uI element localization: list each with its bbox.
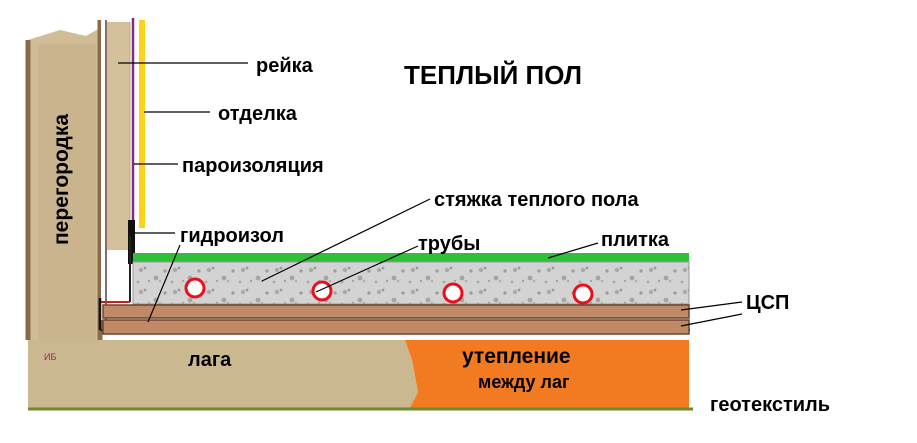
heating-pipe	[311, 280, 333, 302]
leader-lines	[118, 62, 743, 327]
label-pipes: трубы	[418, 233, 480, 255]
label-partition: перегородка	[50, 114, 73, 245]
heating-pipe	[184, 277, 206, 299]
csp-board-bottom	[102, 319, 690, 335]
label-joist: лага	[188, 349, 232, 371]
insulation-block	[405, 340, 689, 408]
label-vapor-barrier: пароизоляция	[182, 155, 324, 177]
label-tile: плитка	[601, 229, 670, 251]
partition-wall	[25, 20, 107, 340]
heating-pipe	[572, 283, 594, 305]
label-finish: отделка	[218, 103, 298, 125]
csp-board-top	[102, 304, 690, 319]
label-rail: рейка	[256, 55, 314, 77]
label-insulation: утепление	[462, 345, 571, 368]
rail-strip	[107, 22, 130, 250]
heating-pipe	[442, 282, 464, 304]
label-waterproofing: гидроизол	[180, 225, 284, 247]
finish-layer	[139, 20, 145, 228]
label-geotextile: геотекстиль	[710, 394, 830, 416]
signature-mark: ИБ	[44, 352, 56, 362]
joist	[28, 340, 418, 408]
diagram-title: ТЕПЛЫЙ ПОЛ	[404, 60, 582, 90]
label-insulation-sub: между лаг	[478, 372, 570, 392]
label-csp: ЦСП	[746, 292, 789, 314]
label-screed: стяжка теплого пола	[434, 189, 639, 211]
tile-layer	[133, 253, 689, 262]
